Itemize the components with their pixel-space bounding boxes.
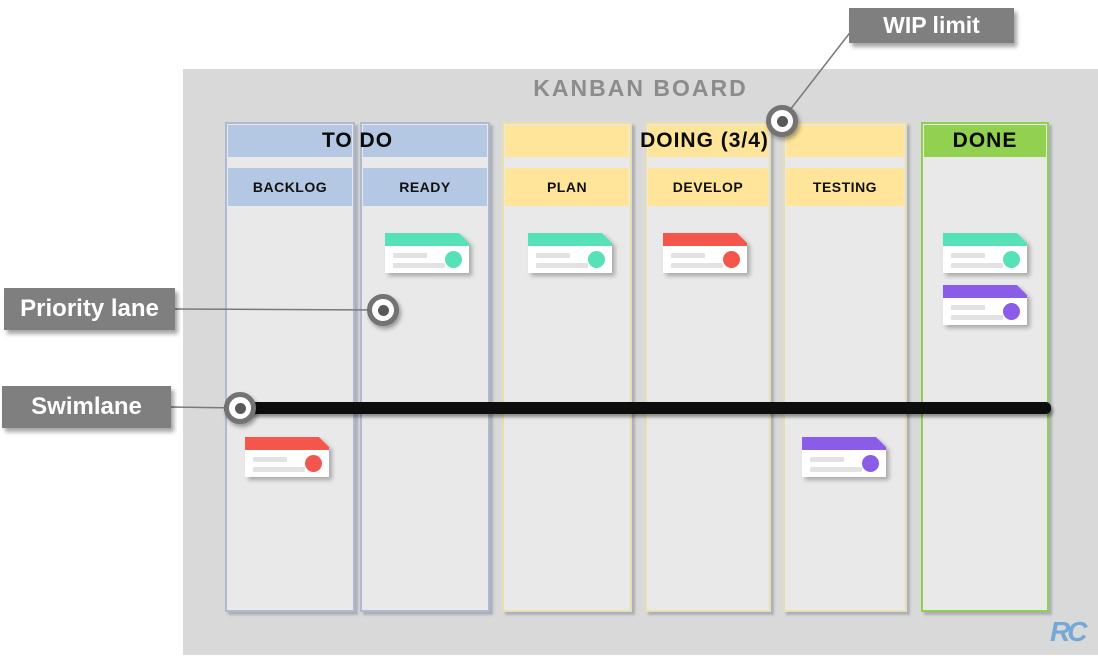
subcolumn-label-develop: DEVELOP [672, 179, 744, 195]
card-color-bar [802, 437, 886, 450]
card-avatar-dot [1003, 303, 1020, 320]
card-text-line [671, 253, 705, 258]
card-text-line [951, 305, 985, 310]
card-face [245, 437, 329, 477]
kanban-card-testing-swimlane[interactable] [802, 437, 886, 477]
swimlane-divider-bar [224, 402, 1051, 414]
card-face [385, 233, 469, 273]
kanban-card-ready[interactable] [385, 233, 469, 273]
card-avatar-dot [305, 455, 322, 472]
card-face [943, 233, 1027, 273]
card-face [528, 233, 612, 273]
card-text-line [393, 253, 427, 258]
subcolumn-header-testing: TESTING [786, 168, 904, 206]
marker-dot [377, 304, 389, 316]
card-text-line [810, 457, 844, 462]
kanban-card-done-2[interactable] [943, 285, 1027, 325]
priority-lane-marker-icon [367, 294, 399, 326]
doing-group-header-band [648, 125, 768, 157]
kanban-card-done-1[interactable] [943, 233, 1027, 273]
card-color-bar [528, 233, 612, 246]
card-color-bar [245, 437, 329, 450]
marker-dot [234, 402, 246, 414]
doing-group-header-band [786, 125, 904, 157]
column-testing: TESTING [783, 122, 907, 612]
column-ready: READY [360, 122, 490, 612]
card-text-line [810, 467, 862, 472]
card-avatar-dot [723, 251, 740, 268]
card-avatar-dot [588, 251, 605, 268]
subcolumn-label-ready: READY [399, 179, 451, 195]
card-color-bar [943, 233, 1027, 246]
card-avatar-dot [1003, 251, 1020, 268]
card-text-line [393, 263, 445, 268]
card-text-line [253, 457, 287, 462]
swimlane-callout: Swimlane [2, 386, 171, 428]
card-text-line [951, 263, 1003, 268]
todo-group-header-band [363, 125, 487, 157]
card-avatar-dot [445, 251, 462, 268]
column-plan: PLAN [502, 122, 632, 612]
subcolumn-header-backlog: BACKLOG [228, 168, 352, 206]
card-text-line [951, 315, 1003, 320]
card-text-line [951, 253, 985, 258]
subcolumn-header-plan: PLAN [505, 168, 629, 206]
card-text-line [536, 263, 588, 268]
wip-limit-marker-icon [766, 105, 798, 137]
column-develop: DEVELOP [645, 122, 771, 612]
doing-group-label-with-wip: DOING (3/4) [640, 129, 769, 152]
board-title: KANBAN BOARD [533, 75, 748, 101]
card-color-bar [385, 233, 469, 246]
kanban-card-develop[interactable] [663, 233, 747, 273]
subcolumn-label-plan: PLAN [546, 179, 588, 195]
rc-logo: RC [1050, 616, 1087, 647]
done-group-label: DONE [952, 129, 1018, 152]
subcolumn-label-backlog: BACKLOG [252, 179, 328, 195]
card-face [943, 285, 1027, 325]
card-color-bar [663, 233, 747, 246]
kanban-card-plan[interactable] [528, 233, 612, 273]
subcolumn-header-ready: READY [363, 168, 487, 206]
swimlane-marker-icon [224, 392, 256, 424]
column-backlog: BACKLOG [225, 122, 355, 612]
column-done [921, 122, 1049, 612]
todo-group-label: TO DO [321, 129, 394, 152]
card-color-bar [943, 285, 1027, 298]
subcolumn-header-develop: DEVELOP [648, 168, 768, 206]
kanban-card-backlog-swimlane[interactable] [245, 437, 329, 477]
card-text-line [671, 263, 723, 268]
card-face [802, 437, 886, 477]
priority-lane-callout: Priority lane [4, 288, 175, 330]
done-group-header-band [924, 125, 1046, 157]
card-face [663, 233, 747, 273]
wip-limit-callout: WIP limit [849, 8, 1014, 43]
subcolumn-label-testing: TESTING [812, 179, 878, 195]
doing-group-header-band [505, 125, 629, 157]
todo-group-header-band [228, 125, 352, 157]
marker-dot [776, 115, 788, 127]
card-text-line [536, 253, 570, 258]
card-text-line [253, 467, 305, 472]
card-avatar-dot [862, 455, 879, 472]
